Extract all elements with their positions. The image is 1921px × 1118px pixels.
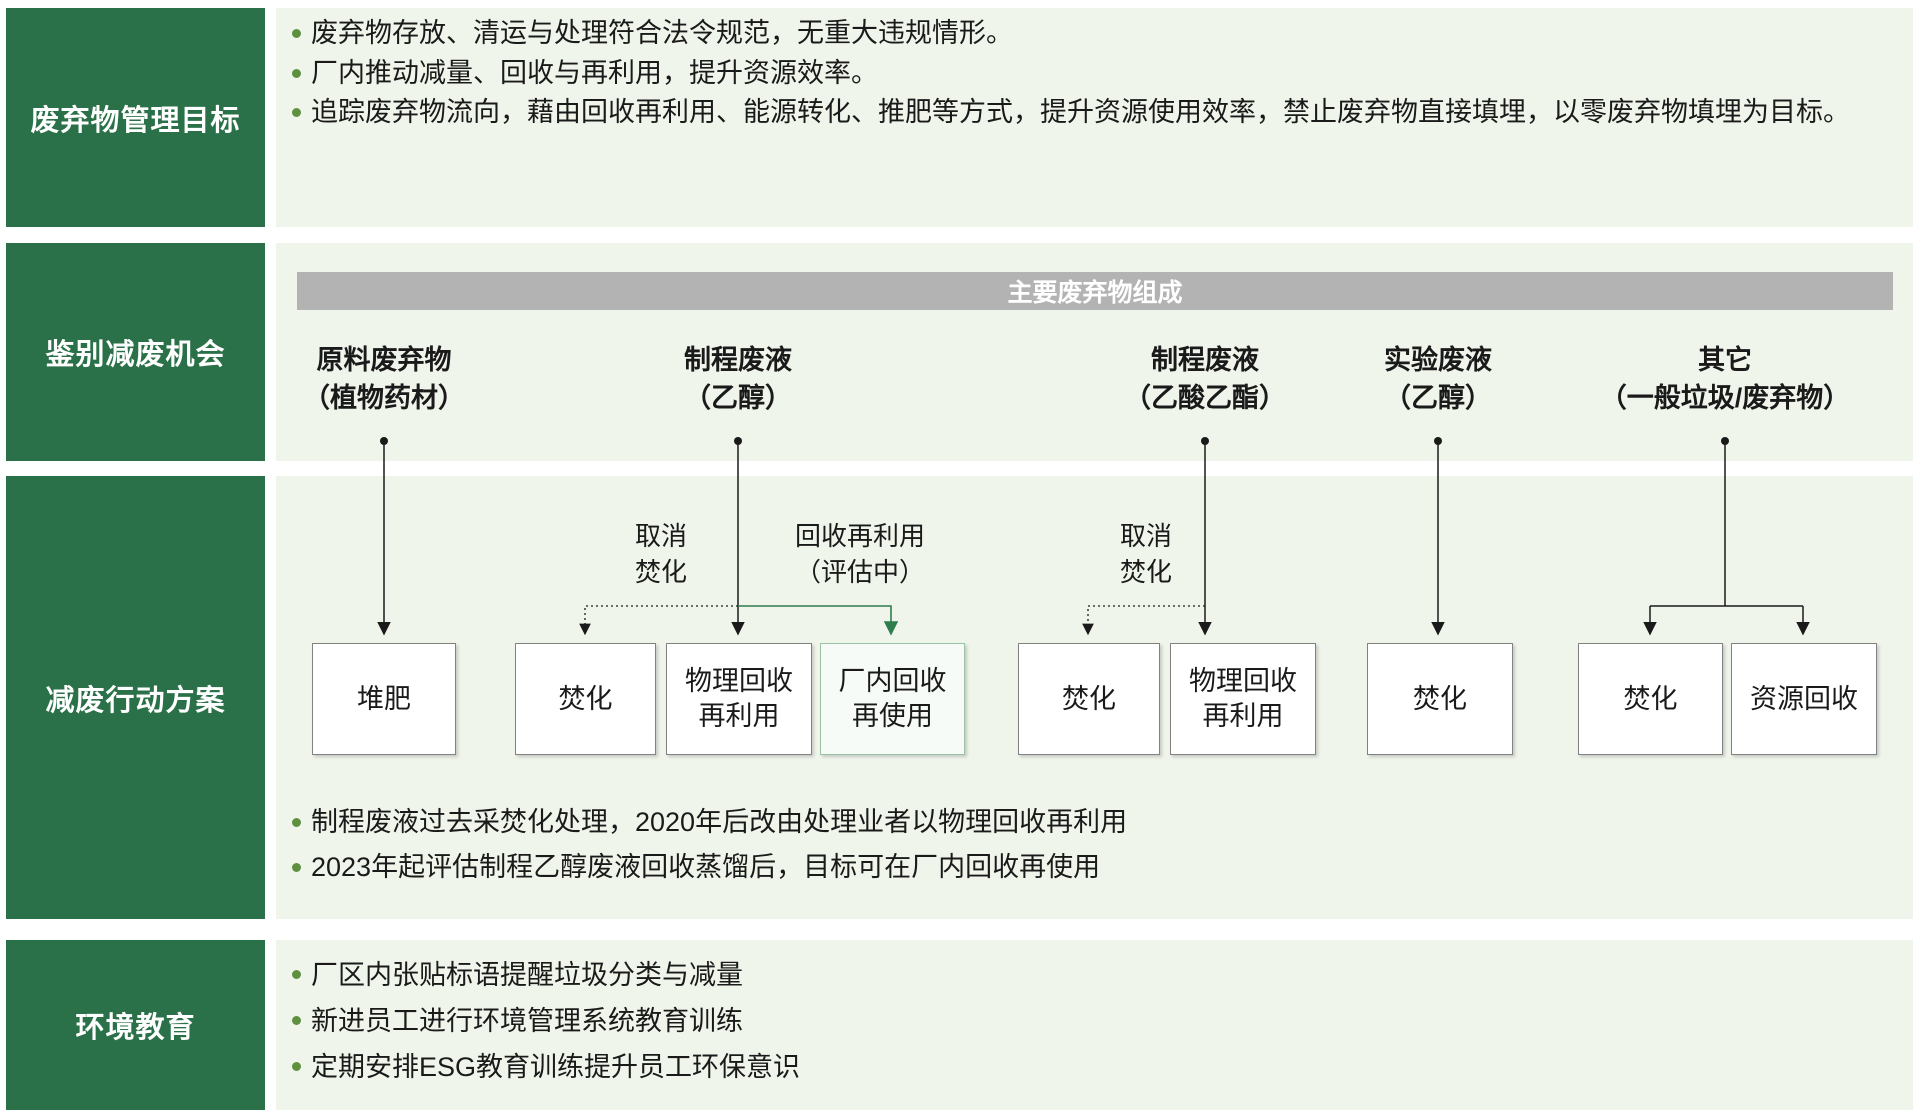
bullet-dot-icon [292, 29, 301, 38]
bullet-dot-icon [292, 970, 301, 979]
actions-bullet-2: 2023年起评估制程乙醇废液回收蒸馏后，目标可在厂内回收再使用 [311, 852, 1101, 882]
list-item: 厂内推动减量、回收与再利用，提升资源效率。 [292, 54, 1900, 94]
column-title-raw-material-waste: 原料废弃物 [316, 345, 452, 375]
main-waste-composition-banner: 主要废弃物组成 [297, 272, 1893, 310]
flow-box-physical-recycle-2: 物理回收 再利用 [1170, 643, 1316, 755]
goals-bullet-3: 追踪废弃物流向，藉由回收再利用、能源转化、推肥等方式，提升资源使用效率，禁止废弃… [311, 97, 1850, 127]
list-item: 追踪废弃物流向，藉由回收再利用、能源转化、推肥等方式，提升资源使用效率，禁止废弃… [292, 93, 1900, 133]
sidebar-education-label: 环境教育 [75, 1012, 196, 1044]
list-item: 废弃物存放、清运与处理符合法令规范，无重大违规情形。 [292, 14, 1900, 54]
actions-bullet-list: 制程废液过去采焚化处理，2020年后改由处理业者以物理回收再利用 2023年起评… [292, 800, 1692, 890]
flow-box-incineration-3: 焚化 [1367, 643, 1513, 755]
bullet-dot-icon [292, 1062, 301, 1071]
column-subtitle-ethanol: （乙醇） [684, 383, 792, 413]
goals-bullet-1: 废弃物存放、清运与处理符合法令规范，无重大违规情形。 [311, 18, 1013, 48]
education-bullet-list: 厂区内张贴标语提醒垃圾分类与减量 新进员工进行环境管理系统教育训练 定期安排ES… [292, 952, 1692, 1090]
column-title-process-liquid-ethyl-acetate: 制程废液 [1151, 345, 1259, 375]
education-bullet-2: 新进员工进行环境管理系统教育训练 [311, 1006, 743, 1036]
sidebar-opportunities-label: 鉴别减废机会 [45, 339, 226, 371]
sidebar-actions-label: 减废行动方案 [45, 684, 226, 717]
goals-bullet-2: 厂内推动减量、回收与再利用，提升资源效率。 [311, 57, 878, 88]
column-title-other: 其它 [1698, 345, 1752, 375]
panel-education [276, 940, 1913, 1110]
actions-bullet-1: 制程废液过去采焚化处理，2020年后改由处理业者以物理回收再利用 [311, 807, 1128, 837]
sidebar-goals-label: 废弃物管理目标 [30, 104, 241, 137]
bullet-dot-icon [292, 108, 301, 117]
column-subtitle-plant-material: （植物药材） [303, 383, 465, 413]
flow-box-onsite-reuse: 厂内回收 再使用 [820, 643, 965, 755]
sidebar-section-opportunities: 鉴别减废机会 [6, 243, 265, 461]
sidebar-section-actions: 减废行动方案 [6, 476, 265, 919]
flow-box-incineration-2: 焚化 [1018, 643, 1160, 755]
bullet-dot-icon [292, 863, 301, 872]
column-subtitle-ethyl-acetate: （乙酸乙酯） [1124, 383, 1286, 413]
list-item: 制程废液过去采焚化处理，2020年后改由处理业者以物理回收再利用 [292, 800, 1692, 845]
flow-box-resource-recycle: 资源回收 [1731, 643, 1877, 755]
education-bullet-1: 厂区内张贴标语提醒垃圾分类与减量 [311, 960, 743, 990]
flow-box-compost: 堆肥 [312, 643, 456, 755]
column-subtitle-lab-ethanol: （乙醇） [1384, 383, 1492, 413]
education-bullet-3: 定期安排ESG教育训练提升员工环保意识 [311, 1052, 801, 1082]
flow-box-physical-recycle-1: 物理回收 再利用 [666, 643, 812, 755]
annotation-cancel-incineration-1: 取消 焚化 [634, 521, 687, 587]
list-item: 厂区内张贴标语提醒垃圾分类与减量 [292, 952, 1692, 998]
bullet-dot-icon [292, 1016, 301, 1025]
annotation-recycle-reuse-evaluating: 回收再利用 （评估中） [794, 521, 925, 587]
sidebar-section-goals: 废弃物管理目标 [6, 8, 265, 227]
column-title-lab-liquid: 实验废液 [1384, 345, 1492, 375]
goals-bullet-list: 废弃物存放、清运与处理符合法令规范，无重大违规情形。 厂内推动减量、回收与再利用… [292, 14, 1900, 133]
column-title-process-liquid-ethanol: 制程废液 [684, 345, 792, 375]
sidebar-section-education: 环境教育 [6, 940, 265, 1110]
column-subtitle-general-waste: （一般垃圾/废弃物） [1599, 383, 1851, 413]
panel-goals [276, 8, 1913, 227]
flow-box-incineration-4: 焚化 [1578, 643, 1723, 755]
bullet-dot-icon [292, 68, 301, 78]
flow-box-incineration-1: 焚化 [515, 643, 656, 755]
banner-label: 主要废弃物组成 [1007, 279, 1183, 307]
list-item: 新进员工进行环境管理系统教育训练 [292, 998, 1692, 1044]
list-item: 2023年起评估制程乙醇废液回收蒸馏后，目标可在厂内回收再使用 [292, 845, 1692, 890]
annotation-cancel-incineration-2: 取消 焚化 [1119, 521, 1172, 587]
bullet-dot-icon [292, 818, 301, 827]
list-item: 定期安排ESG教育训练提升员工环保意识 [292, 1044, 1692, 1090]
